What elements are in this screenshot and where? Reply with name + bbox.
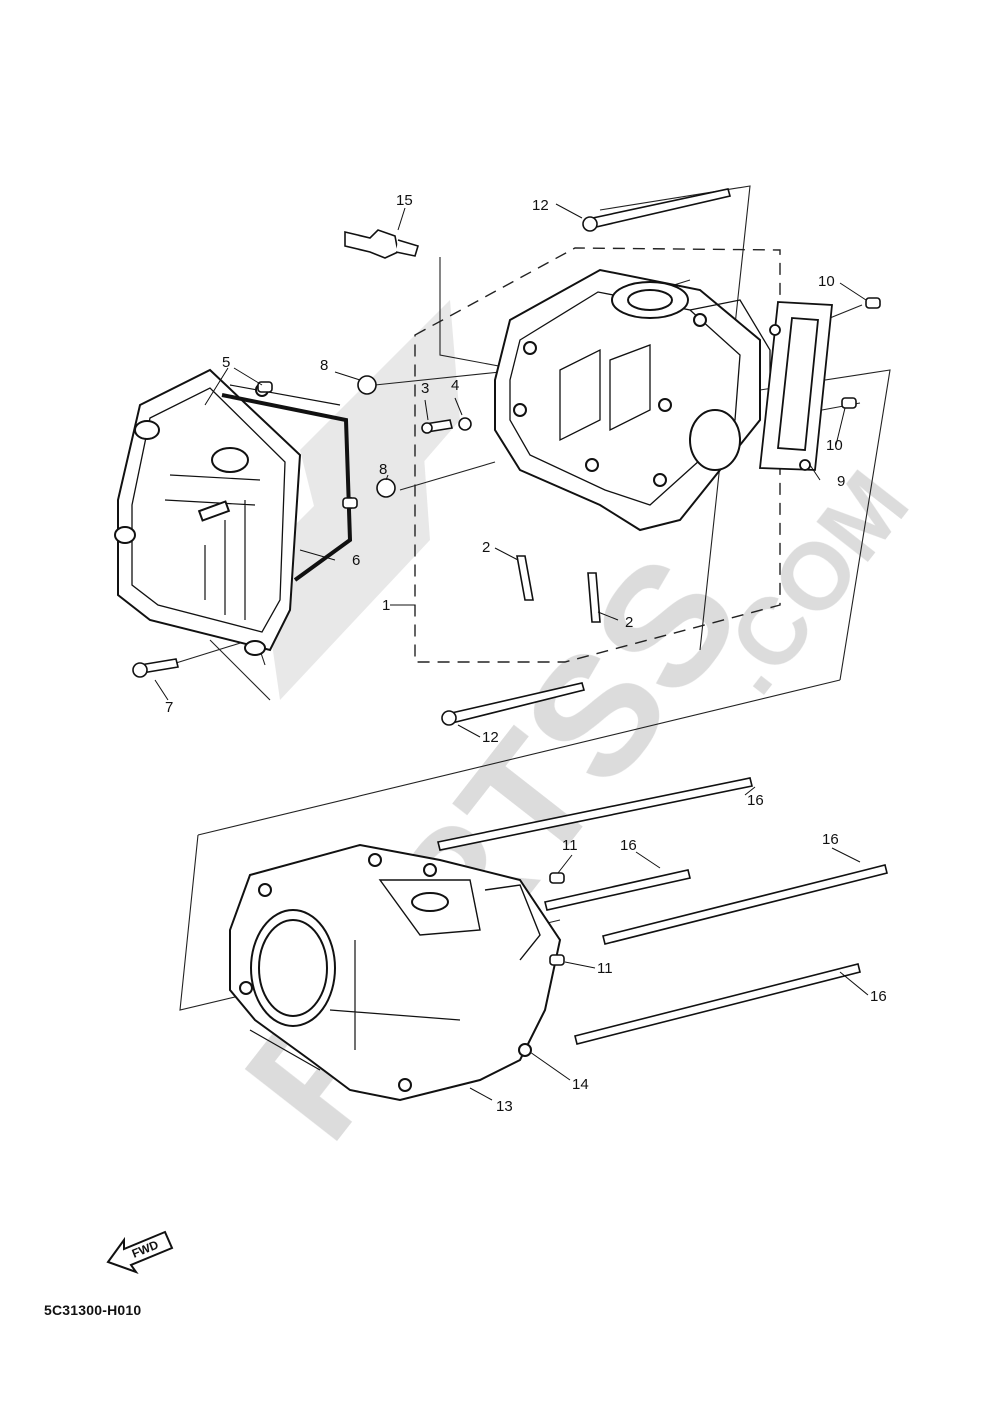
callout-16-d: 16 [870,988,887,1005]
callout-12-bottom: 12 [482,729,499,746]
leader-lines [154,203,869,1101]
cylinder-head [494,268,771,532]
callout-16-b: 16 [620,837,637,854]
callout-11-top: 11 [562,837,578,854]
intake-gasket [759,301,833,471]
cylinder [229,843,562,1102]
callout-8-bottom: 8 [379,461,387,478]
callout-12-top: 12 [532,197,549,214]
callout-7: 7 [165,699,173,716]
callout-3: 3 [421,380,429,397]
callout-14: 14 [572,1076,589,1093]
callout-6: 6 [352,552,360,569]
callout-9: 9 [837,473,845,490]
callout-13: 13 [496,1098,513,1115]
callout-11-bottom: 11 [597,960,613,977]
callout-16-a: 16 [747,792,764,809]
callout-4: 4 [451,377,459,394]
fwd-arrow-icon: FWD [106,1230,174,1275]
callout-2-right: 2 [625,614,633,631]
callout-10-top: 10 [818,273,835,290]
callout-16-c: 16 [822,831,839,848]
callout-1: 1 [382,597,390,614]
callouts: 1 2 2 3 4 5 6 7 8 8 9 10 10 11 11 12 12 … [165,192,887,1115]
head-assembly-boundary [414,247,781,663]
cylinder-head-cover [114,368,356,656]
small-parts [132,188,888,1045]
callout-10-bottom: 10 [826,437,843,454]
callout-5: 5 [222,354,230,371]
watermark-suffix: .COM [693,452,929,713]
diagram-code: 5C31300-H010 [44,1302,142,1318]
callout-2-left: 2 [482,539,490,556]
callout-15: 15 [396,192,413,209]
callout-8-top: 8 [320,357,328,374]
